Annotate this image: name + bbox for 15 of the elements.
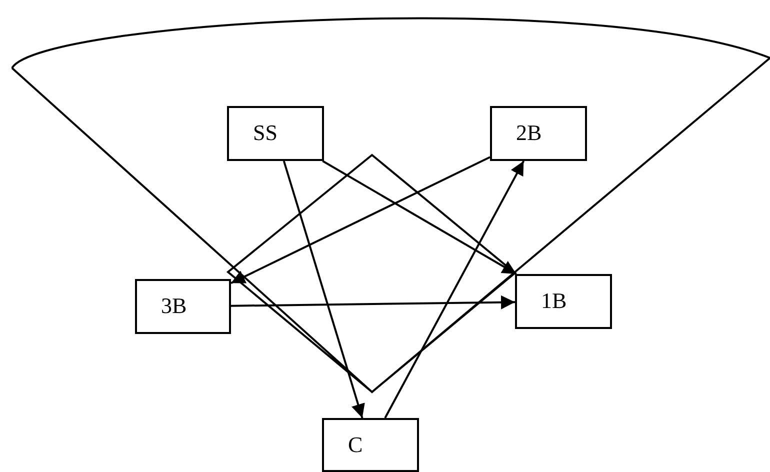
position-box xyxy=(515,274,612,329)
position-box xyxy=(135,279,231,334)
arrow xyxy=(282,160,365,418)
arrow xyxy=(384,160,525,418)
position-label: 3B xyxy=(161,293,187,319)
position-label: C xyxy=(348,432,363,458)
position-label: SS xyxy=(253,120,278,146)
arrow xyxy=(230,295,516,310)
position-box xyxy=(490,106,587,161)
position-box xyxy=(322,418,419,472)
arrow xyxy=(230,156,490,284)
position-box xyxy=(227,106,324,161)
arrow xyxy=(322,160,517,275)
position-label: 1B xyxy=(541,288,567,314)
position-label: 2B xyxy=(516,120,542,146)
